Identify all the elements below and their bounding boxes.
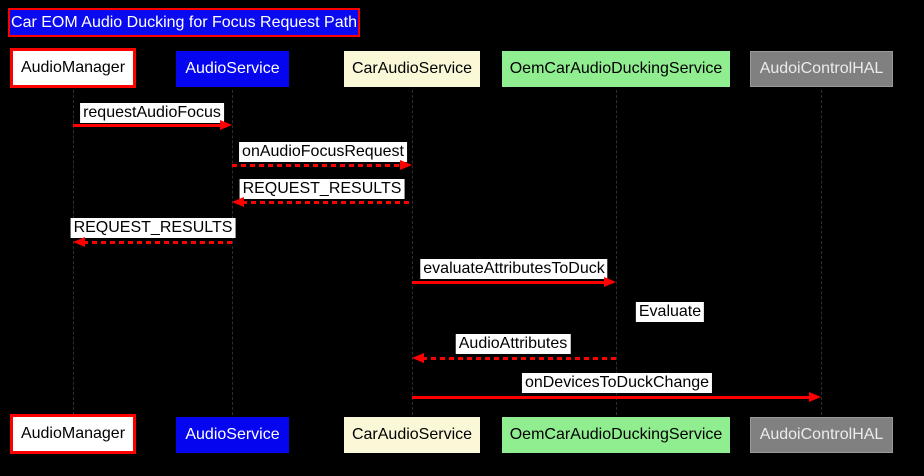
lifeline-audoi-control-hal [821,90,822,415]
arrow-audio-attributes [412,353,616,363]
arrow-on-audio-focus-request [232,160,412,170]
arrowhead-right-icon [400,160,412,170]
arrowhead-right-icon [809,392,821,402]
actor-audio-manager-bottom: AudioManager [10,414,136,454]
message-request-audio-focus: requestAudioFocus [80,103,224,123]
message-evaluate-self: Evaluate [635,302,705,322]
arrowhead-left-icon [232,197,244,207]
actor-audoi-control-hal-top: AudoiControlHAL [750,51,893,87]
actor-car-audio-service-top: CarAudioService [344,51,480,87]
message-audio-attributes: AudioAttributes [455,334,571,354]
arrow-request-audio-focus [73,120,232,130]
arrow-on-devices-to-duck-change [412,392,821,402]
message-on-audio-focus-request: onAudioFocusRequest [239,142,407,162]
actor-audio-service-bottom: AudioService [176,417,289,453]
actor-audio-service-top: AudioService [176,51,289,87]
arrow-evaluate-attributes-to-duck [412,277,616,287]
actor-oem-car-audio-ducking-service-top: OemCarAudioDuckingService [502,51,730,87]
message-request-results-2: REQUEST_RESULTS [70,218,236,238]
actor-audoi-control-hal-bottom: AudoiControlHAL [750,417,893,453]
arrow-request-results-1 [232,197,412,207]
actor-audio-manager-top: AudioManager [10,48,136,88]
arrowhead-left-icon [73,237,85,247]
arrowhead-right-icon [220,120,232,130]
message-on-devices-to-duck-change: onDevicesToDuckChange [521,373,713,393]
arrowhead-right-icon [604,277,616,287]
diagram-title: Car EOM Audio Ducking for Focus Request … [8,8,360,37]
message-evaluate-attributes-to-duck: evaluateAttributesToDuck [420,259,608,279]
message-request-results-1: REQUEST_RESULTS [239,179,405,199]
actor-car-audio-service-bottom: CarAudioService [344,417,480,453]
lifeline-car-audio-service [412,90,413,415]
lifeline-oem-car-audio-ducking-service [616,90,617,415]
arrow-request-results-2 [73,237,232,247]
lifeline-audio-service [232,90,233,415]
actor-oem-car-audio-ducking-service-bottom: OemCarAudioDuckingService [502,417,730,453]
arrowhead-left-icon [412,353,424,363]
lifeline-audio-manager [73,90,74,415]
